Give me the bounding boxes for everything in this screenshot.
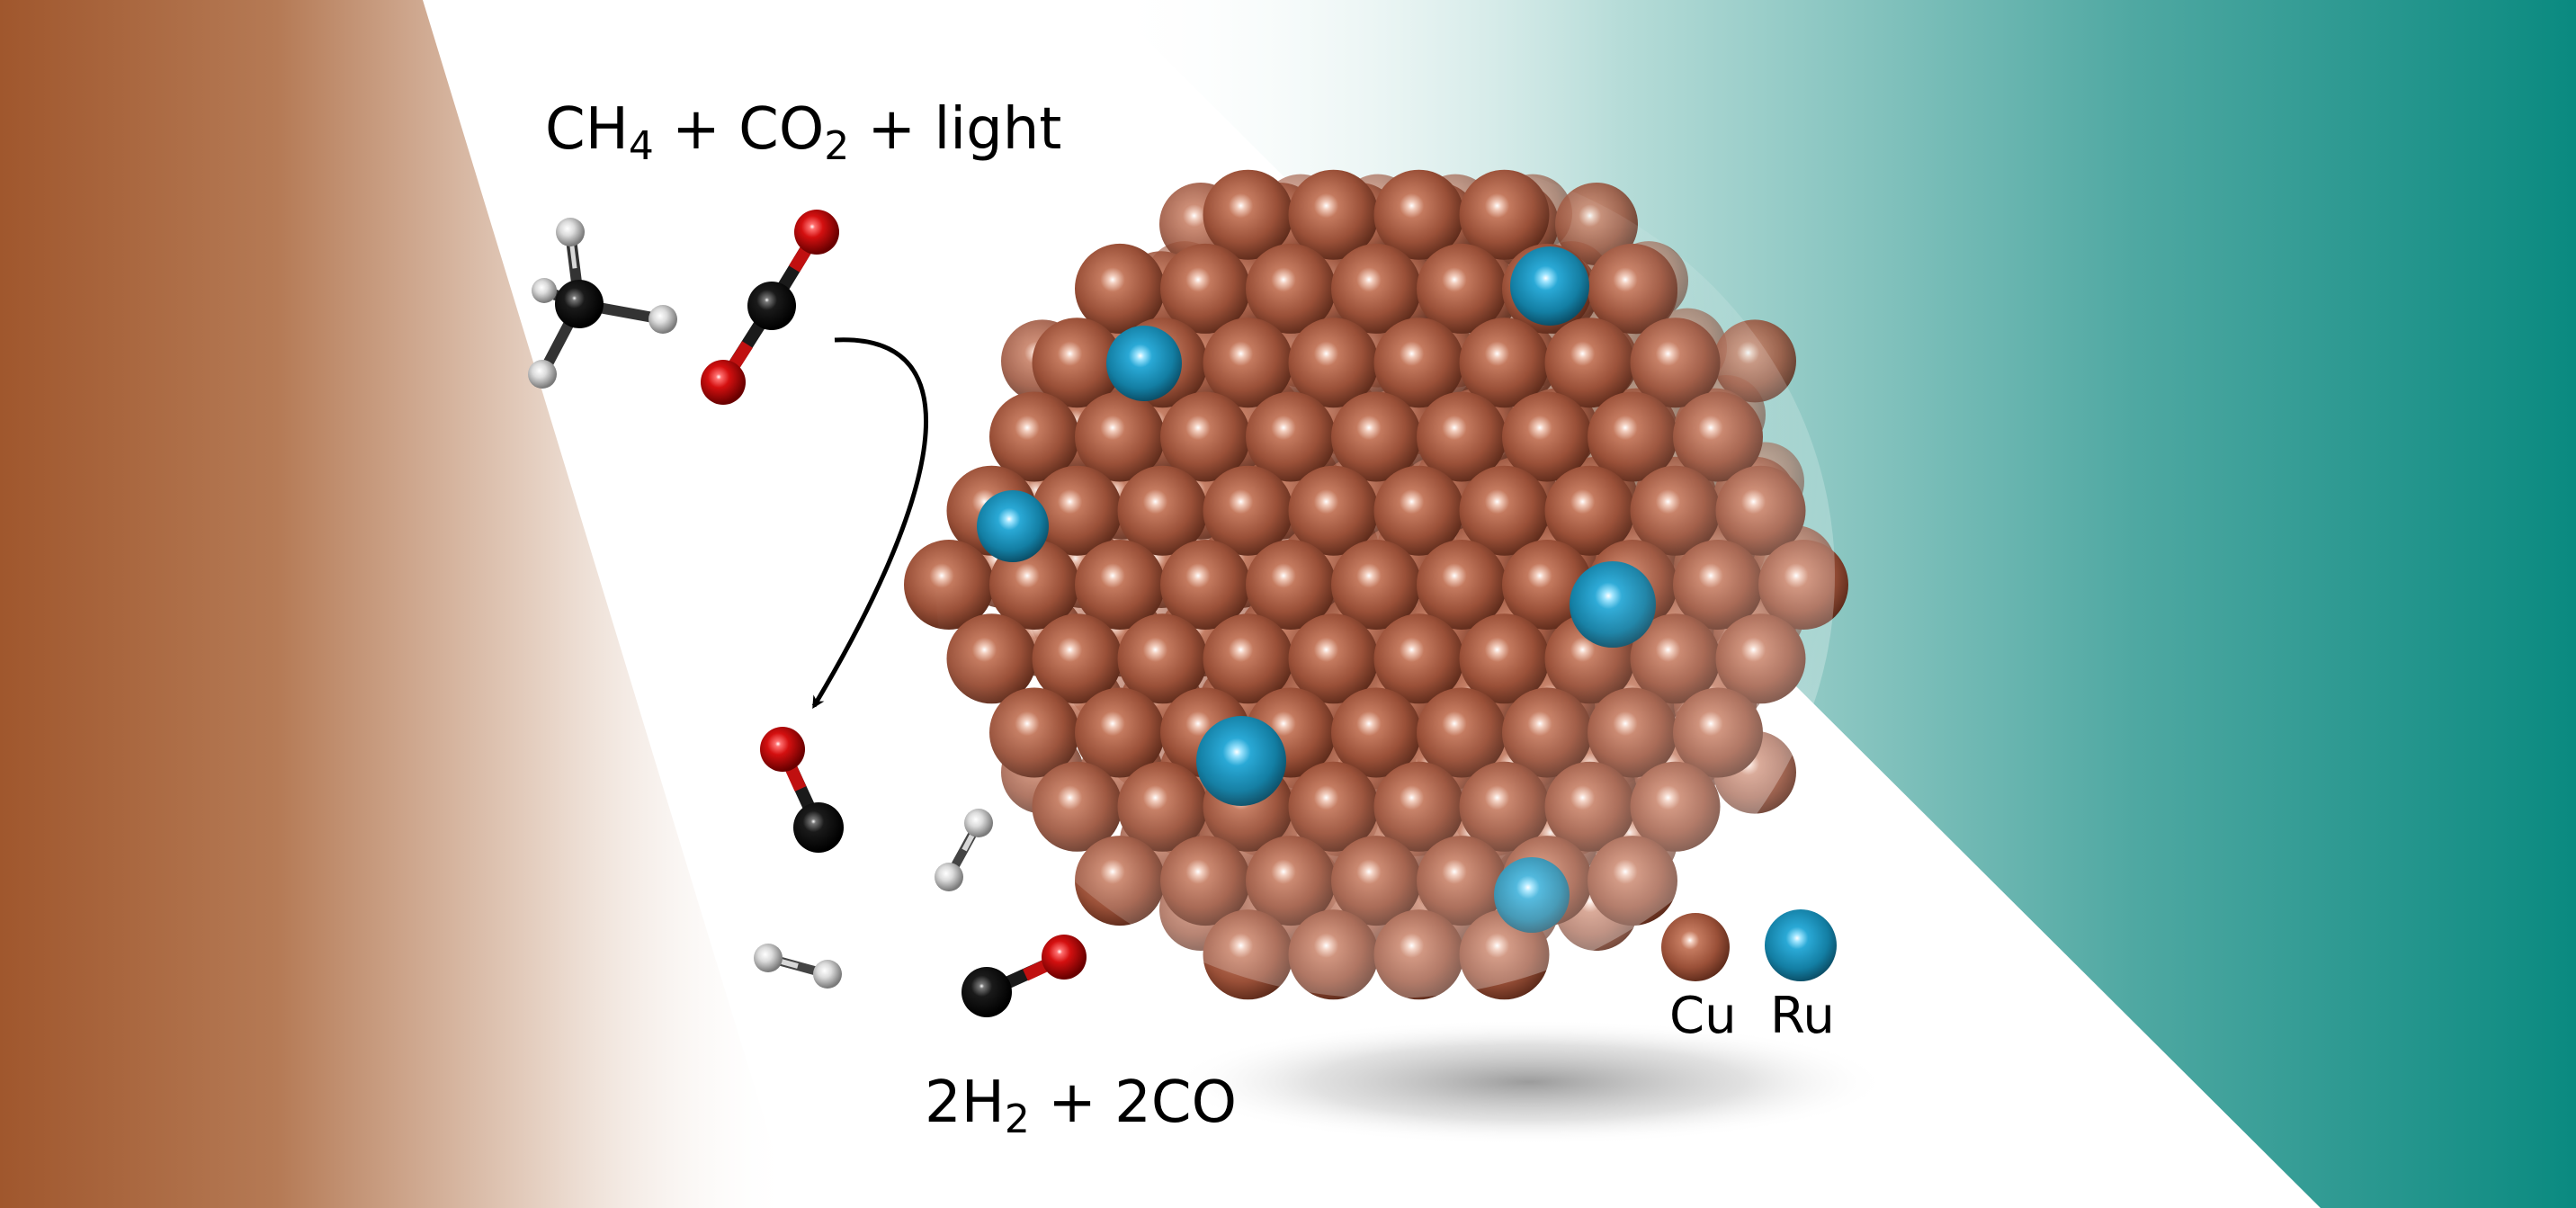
hydrogen-molecule <box>935 809 993 891</box>
carbon-atom <box>555 280 604 328</box>
hydrogen-atom <box>556 218 585 246</box>
hydrogen-atom <box>964 809 993 837</box>
reactants-term-methane: CH <box>545 96 629 163</box>
methane-molecule <box>528 218 677 389</box>
carbon-monoxide-molecule <box>962 935 1087 1017</box>
hydrogen-atom <box>935 863 963 891</box>
hydrogen-atom <box>648 305 677 334</box>
carbon-atom <box>793 802 844 853</box>
hydrogen-atom <box>532 278 557 303</box>
hydrogen-atom <box>813 960 842 989</box>
legend-ru-label: Ru <box>1770 987 1835 1045</box>
reactants-equation: CH4 + CO2 + light <box>545 101 1061 166</box>
reactants-term-light: + light <box>849 96 1062 163</box>
legend-cu-label: Cu <box>1669 987 1737 1045</box>
hydrogen-atom <box>754 944 783 972</box>
oxygen-atom <box>760 727 805 772</box>
methane-subscript: 4 <box>628 123 654 169</box>
oxygen-atom <box>701 360 746 405</box>
carbon-atom <box>962 967 1012 1017</box>
reaction-arrow <box>811 337 929 710</box>
oxygen-atom <box>794 210 839 255</box>
carbon-monoxide-molecule <box>760 727 844 853</box>
products-term-co: + 2CO <box>1029 1069 1237 1136</box>
hydrogen-atom <box>528 360 557 389</box>
nanoparticle-depth-haze <box>935 153 1835 998</box>
reactants-term-co2: + CO <box>653 96 825 163</box>
nanoparticle-shadow <box>1169 1019 1889 1145</box>
oxygen-atom <box>1042 935 1087 980</box>
carbon-dioxide-molecule <box>701 210 839 405</box>
co2-subscript: 2 <box>824 123 850 169</box>
copper-background-gradient <box>0 0 792 1208</box>
hydrogen-subscript: 2 <box>1004 1096 1030 1142</box>
carbon-atom <box>747 282 796 330</box>
products-term-hydrogen: 2H <box>925 1069 1005 1136</box>
products-equation: 2H2 + 2CO <box>925 1074 1237 1140</box>
hydrogen-molecule <box>754 944 842 989</box>
legend-ru-atom-icon <box>1765 909 1837 981</box>
legend-cu-atom-icon <box>1661 913 1730 981</box>
